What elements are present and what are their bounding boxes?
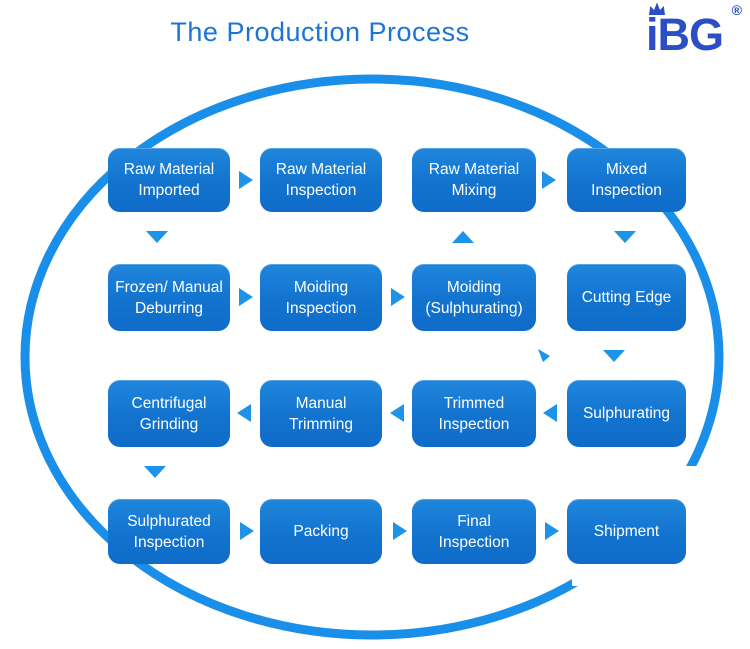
flow-box-centrifugal-grinding: Centrifugal Grinding <box>108 380 230 447</box>
flow-box-raw-material-mixing: Raw Material Mixing <box>412 148 536 212</box>
arrow-right-icon <box>240 522 254 540</box>
flow-box-moiding-sulphurating: Moiding (Sulphurating) <box>412 264 536 331</box>
arrow-right-icon <box>391 288 405 306</box>
flow-box-shipment: Shipment <box>567 499 686 564</box>
flow-box-raw-material-imported: Raw Material Imported <box>108 148 230 212</box>
arrow-down-icon <box>614 231 636 243</box>
arrow-left-icon <box>237 404 251 422</box>
arrow-up-icon <box>452 231 474 243</box>
arrow-right-icon <box>542 171 556 189</box>
arrow-left-icon <box>390 404 404 422</box>
arrow-right-icon <box>239 288 253 306</box>
logo-text: iBG <box>646 9 724 60</box>
arrow-down-icon <box>603 350 625 362</box>
crown-icon <box>649 2 665 15</box>
logo: iBG ® <box>638 2 742 64</box>
flow-box-cutting-edge: Cutting Edge <box>567 264 686 331</box>
flow-box-mixed-inspection: Mixed Inspection <box>567 148 686 212</box>
flow-box-sulphurating: Sulphurating <box>567 380 686 447</box>
arrow-down-icon <box>146 231 168 243</box>
flow-box-frozen-manual-deburring: Frozen/ Manual Deburring <box>108 264 230 331</box>
page-title: The Production Process <box>170 17 470 47</box>
arrow-right-icon <box>545 522 559 540</box>
flow-box-trimmed-inspection: Trimmed Inspection <box>412 380 536 447</box>
flow-box-moiding-inspection: Moiding Inspection <box>260 264 382 331</box>
arrow-down-icon <box>144 466 166 478</box>
flow-box-raw-material-inspection: Raw Material Inspection <box>260 148 382 212</box>
registered-trademark: ® <box>731 2 742 18</box>
flow-box-packing: Packing <box>260 499 382 564</box>
arrow-diagonal-icon <box>538 349 550 362</box>
flow-box-manual-trimming: Manual Trimming <box>260 380 382 447</box>
arrow-right-icon <box>239 171 253 189</box>
arrow-right-icon <box>393 522 407 540</box>
arrow-left-icon <box>543 404 557 422</box>
flow-box-sulphurated-inspection: Sulphurated Inspection <box>108 499 230 564</box>
flow-box-final-inspection: Final Inspection <box>412 499 536 564</box>
